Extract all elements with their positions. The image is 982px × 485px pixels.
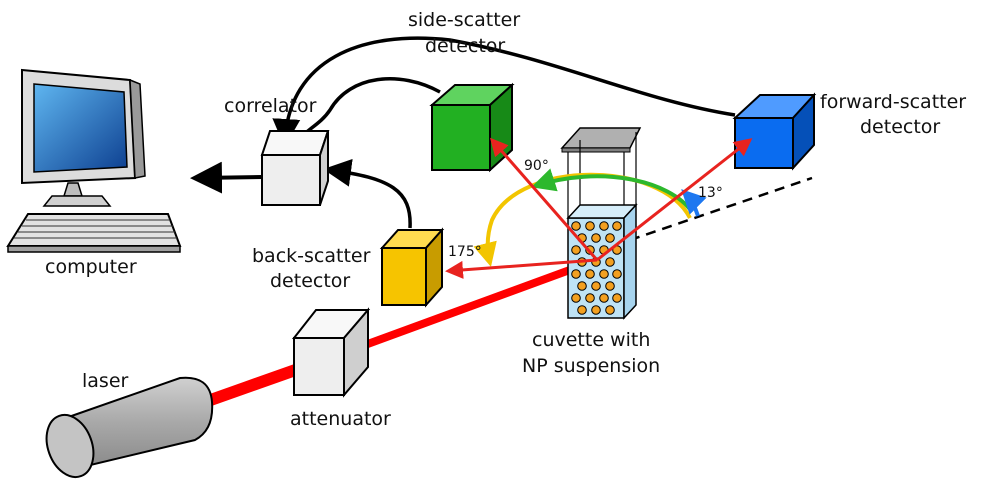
keyboard-icon bbox=[6, 213, 182, 247]
cable-forward-to-correlator bbox=[272, 36, 736, 147]
forward-scatter-detector bbox=[732, 92, 817, 171]
nanoparticle bbox=[612, 269, 622, 279]
nanoparticles bbox=[571, 221, 622, 315]
correlator-label: correlator bbox=[224, 95, 317, 117]
laser bbox=[45, 376, 214, 478]
nanoparticle bbox=[577, 281, 587, 291]
forward-angle-label: 13° bbox=[698, 185, 723, 201]
nanoparticle bbox=[571, 221, 581, 231]
cuvette-label-line1: cuvette with bbox=[532, 329, 650, 351]
cuvette-label-line2: NP suspension bbox=[522, 355, 660, 377]
correlator-box bbox=[260, 130, 330, 206]
nanoparticle bbox=[585, 293, 595, 303]
computer-label: computer bbox=[45, 256, 137, 278]
back-angle-label: 175° bbox=[448, 244, 482, 260]
nanoparticle bbox=[605, 257, 615, 267]
cuvette-lid bbox=[560, 127, 642, 149]
side-angle-label: 90° bbox=[524, 158, 549, 174]
nanoparticle bbox=[571, 269, 581, 279]
side-scatter-label-line1: side-scatter bbox=[408, 9, 520, 31]
nanoparticle bbox=[591, 305, 601, 315]
side-scatter-detector bbox=[429, 82, 515, 173]
cable-back-to-correlator bbox=[323, 158, 412, 229]
nanoparticle bbox=[605, 281, 615, 291]
nanoparticle bbox=[605, 233, 615, 243]
nanoparticle bbox=[612, 221, 622, 231]
attenuator-label: attenuator bbox=[290, 408, 391, 430]
cuvette bbox=[560, 127, 642, 320]
forward-scatter-label-line1: forward-scatter bbox=[820, 91, 966, 113]
cable-correlator-to-computer bbox=[190, 161, 263, 194]
back-scatter-label-line1: back-scatter bbox=[252, 245, 371, 267]
attenuator-box bbox=[291, 307, 371, 398]
nanoparticle bbox=[571, 293, 581, 303]
laser-beam-to-cuvette bbox=[363, 256, 599, 349]
ray-to-forward-detector bbox=[596, 138, 753, 262]
nanoparticle bbox=[599, 221, 609, 231]
computer bbox=[6, 68, 182, 253]
forward-scatter-label-line2: detector bbox=[860, 116, 940, 138]
side-scatter-label-line2: detector bbox=[425, 35, 505, 57]
nanoparticle bbox=[612, 293, 622, 303]
ray-to-back-detector bbox=[445, 258, 598, 279]
nanoparticle bbox=[571, 245, 581, 255]
nanoparticle bbox=[605, 305, 615, 315]
forward-reference-line bbox=[629, 176, 813, 242]
laser-label: laser bbox=[82, 370, 129, 392]
back-scatter-label-line2: detector bbox=[270, 270, 350, 292]
ray-to-side-detector bbox=[490, 137, 599, 261]
nanoparticle bbox=[585, 221, 595, 231]
nanoparticle bbox=[599, 269, 609, 279]
nanoparticle bbox=[577, 305, 587, 315]
monitor-screen bbox=[33, 83, 128, 173]
nanoparticle bbox=[591, 281, 601, 291]
forward-angle-arc bbox=[681, 189, 707, 217]
back-scatter-detector bbox=[379, 227, 445, 308]
monitor-stand bbox=[62, 182, 84, 197]
nanoparticle bbox=[585, 269, 595, 279]
nanoparticle bbox=[591, 233, 601, 243]
nanoparticle bbox=[599, 293, 609, 303]
